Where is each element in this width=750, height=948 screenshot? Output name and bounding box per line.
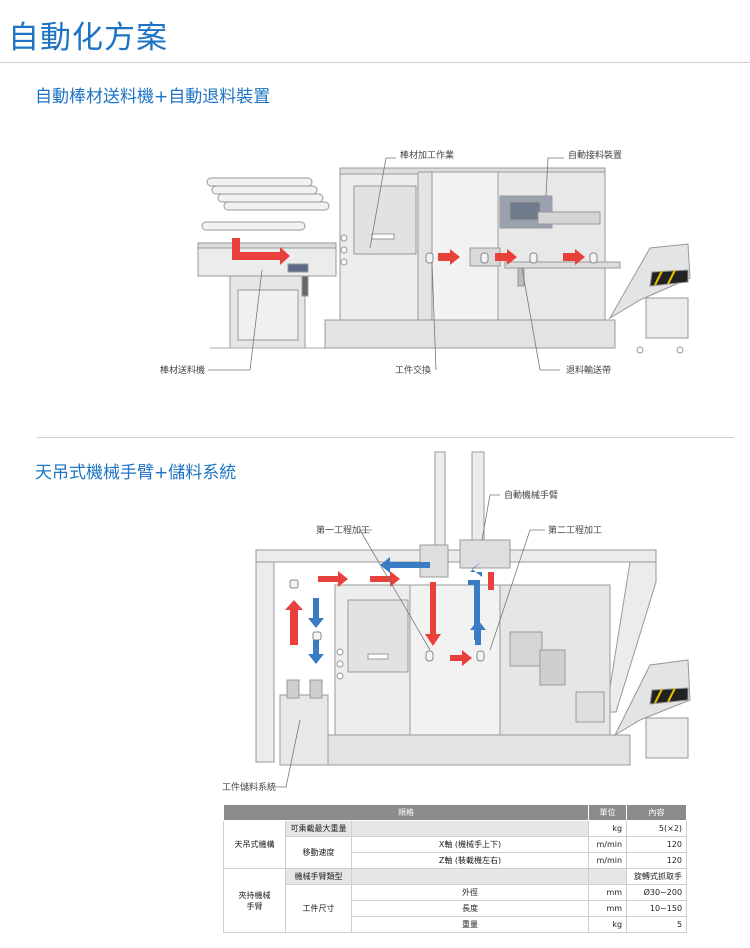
header-spec: 規格 <box>222 804 590 821</box>
chip-conveyor <box>608 243 691 354</box>
x-axis-value: 120 <box>626 836 688 853</box>
storage-system <box>279 679 329 766</box>
gripper-line2: 手臂 <box>246 901 263 911</box>
length-unit: mm <box>588 900 628 917</box>
label-robot: 自動機械手臂 <box>504 489 558 501</box>
section1-title: 自動棒材送料機+自動退料裝置 <box>35 87 271 107</box>
label-process2: 第二工程加工 <box>548 524 602 536</box>
title-divider <box>0 62 750 63</box>
z-axis-label: Z軸 (裝載機左右) <box>350 852 590 869</box>
outer-dia-label: 外徑 <box>350 884 590 901</box>
arm-type-value: 旋轉式抓取手 <box>626 868 688 885</box>
chip-conveyor-2 <box>613 659 691 759</box>
bar-feeder-diagram: 棒材加工作業 自動接料裝置 棒材送料機 工件交換 退料輸送帶 <box>160 149 691 376</box>
max-load-desc <box>350 820 590 837</box>
table-row: 天吊式機構 可乘載最大重量 kg 5(×2) <box>223 820 688 869</box>
label-bar-feeder: 棒材送料機 <box>160 364 205 376</box>
label-storage: 工件儲料系統 <box>222 781 276 793</box>
table-row: 夾持機械 手臂 機械手臂類型 旋轉式抓取手 <box>223 868 688 933</box>
spec-table: 規格 單位 內容 天吊式機構 可乘載最大重量 kg 5(×2) 移動速度 X軸 … <box>222 804 688 933</box>
table-header-row: 規格 單位 內容 <box>222 804 688 821</box>
arm-type-unit <box>588 868 628 885</box>
x-axis-label: X軸 (機械手上下) <box>350 836 590 853</box>
z-axis-value: 120 <box>626 852 688 869</box>
gantry-robot-diagram: 自動機械手臂 第一工程加工 第二工程加工 工件儲料系統 <box>222 451 691 793</box>
gripper-line1: 夾持機械 <box>238 890 271 900</box>
lathe-machine <box>324 167 621 349</box>
header-content: 內容 <box>626 804 688 821</box>
section2-title: 天吊式機械手臂+儲料系統 <box>35 463 237 483</box>
table-row: 工件尺寸 外徑 mm Ø30~200 <box>224 884 688 933</box>
arm-type-label: 機械手臂類型 <box>285 868 352 885</box>
table-row: 重量 kg 5 <box>224 916 688 933</box>
length-value: 10~150 <box>626 900 688 917</box>
label-exchange: 工件交換 <box>395 364 431 376</box>
bar-feeder-machine <box>197 242 337 349</box>
label-process1: 第一工程加工 <box>316 524 370 536</box>
weight-label: 重量 <box>350 916 590 933</box>
z-axis-unit: m/min <box>588 852 628 869</box>
max-load-unit: kg <box>588 820 628 837</box>
section-divider <box>37 437 734 438</box>
length-label: 長度 <box>350 900 590 917</box>
workpieces-2 <box>289 579 485 662</box>
label-conveyor: 退料輸送帶 <box>566 364 611 376</box>
gripper-group: 夾持機械 手臂 <box>223 868 286 933</box>
outer-dia-value: Ø30~200 <box>626 884 688 901</box>
workpiece-size-label: 工件尺寸 <box>285 884 352 933</box>
flow-arrows <box>232 238 585 265</box>
blue-flow-arrows <box>308 557 486 664</box>
bar-stock <box>201 177 330 231</box>
x-axis-unit: m/min <box>588 836 628 853</box>
weight-unit: kg <box>588 916 628 933</box>
label-loader: 自動接料裝置 <box>568 149 622 161</box>
move-speed-label: 移動速度 <box>285 836 352 869</box>
table-row: 移動速度 X軸 (機械手上下) m/min 120 <box>224 836 688 869</box>
page-title: 自動化方案 <box>8 20 168 56</box>
max-load-value: 5(×2) <box>626 820 688 837</box>
max-load-label: 可乘載最大重量 <box>285 820 352 837</box>
red-flow-arrows <box>285 571 494 666</box>
label-processing: 棒材加工作業 <box>400 149 454 161</box>
gantry-group: 天吊式機構 <box>223 820 286 869</box>
workpieces <box>425 252 598 264</box>
header-unit: 單位 <box>588 804 628 821</box>
gantry-frame <box>255 451 657 763</box>
lathe-machine-2 <box>319 584 631 766</box>
arm-type-desc <box>350 868 590 885</box>
outer-dia-unit: mm <box>588 884 628 901</box>
weight-value: 5 <box>626 916 688 933</box>
table-row: 長度 mm 10~150 <box>224 900 688 917</box>
